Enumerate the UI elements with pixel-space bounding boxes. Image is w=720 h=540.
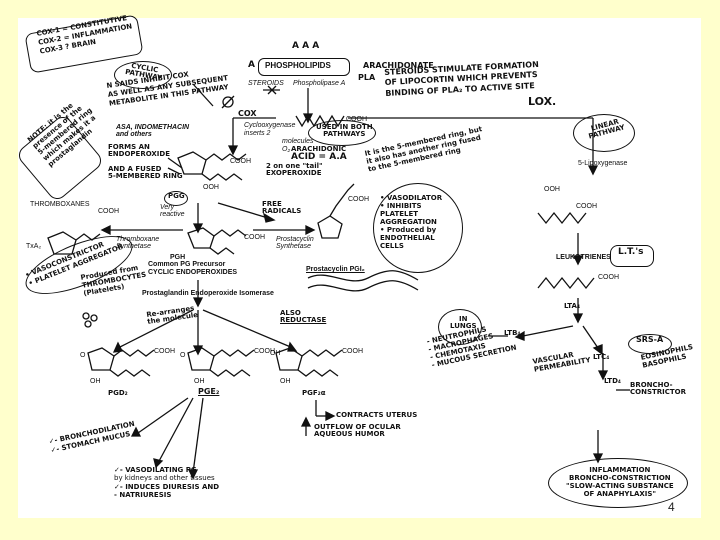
pgg-label: PGG [168, 192, 185, 200]
phospholipids-box [258, 58, 350, 76]
lipoxygenase-label: 5-Lipoxygenase [578, 160, 628, 167]
pgd2-oh: OH [90, 378, 101, 385]
srs-a-label: SRS-A [636, 335, 664, 344]
thromboxane-synthetase: Thromboxane Synthetase [116, 236, 160, 251]
thromboxanes-label: THROMBOXANES [30, 201, 90, 208]
pgf2a-oh: OH [280, 378, 291, 385]
pgg-cooh: COOH [230, 158, 251, 165]
pgd2-cooh: COOH [154, 348, 175, 355]
outflow-note: OUTFLOW OF OCULAR AQUEOUS HUMOR [314, 423, 401, 439]
leukotrienes-label: LEUKOTRIENES [556, 254, 611, 261]
fused-ring-note: AND A FUSED 5-MEMBERED RING [108, 165, 183, 181]
free-radicals-label: FREE RADICALS [262, 200, 302, 216]
pgf2a-label: PGF₂α [302, 389, 326, 397]
used-both-ellipse [308, 120, 376, 146]
txa2-label: TxA₂ [26, 243, 42, 250]
pge2-cooh: COOH [254, 348, 275, 355]
vasodilator-note: • VASODILATOR • INHIBITS PLATELET AGGREG… [380, 194, 443, 251]
lta4-label: LTA₄ [564, 302, 581, 310]
broncho-constrictor: BRONCHO- CONSTRICTOR [630, 381, 687, 397]
vasodilating-note: ✓- VASODILATING PG by kidneys and other … [114, 466, 220, 500]
pge2-o: O [180, 352, 186, 359]
aspirin-label: ASA, INDOMETHACIN and others [116, 124, 190, 139]
prostacyclin-synthetase: Prostacyclin Synthetase [276, 236, 314, 251]
ltd4-label: LTD₄ [604, 377, 621, 385]
very-reactive-label: Very reactive [160, 204, 185, 219]
lox-cooh: COOH [576, 203, 597, 210]
pgd2-label: PGD₂ [108, 389, 128, 397]
lts-box [610, 245, 654, 267]
linear-pathway-circle [573, 114, 635, 152]
pgi-cooh: COOH [348, 196, 369, 203]
in-lungs-label: IN LUNGS [450, 315, 477, 331]
ltc4-label: LTC₄ [593, 353, 610, 361]
lox-label: LOX. [528, 95, 557, 108]
pge-isomerase-label: Prostaglandin Endoperoxide Isomerase [142, 290, 274, 297]
steroids-label: STEROIDS [248, 80, 284, 87]
contracts-uterus: CONTRACTS UTERUS [336, 411, 418, 419]
a-label: A [248, 60, 255, 70]
used-both-label: USED IN BOTH PATHWAYS [316, 123, 373, 139]
pla2-label: PLA [358, 73, 376, 82]
lox-ooh: OOH [544, 186, 560, 193]
inflammation-note: INFLAMMATION BRONCHO-CONSTRICTION "SLOW-… [566, 466, 674, 499]
pge2-oh: OH [194, 378, 205, 385]
phospholipase-label: Phospholipase A [293, 80, 346, 87]
cox-label: COX [238, 109, 257, 118]
pgg-ellipse [164, 191, 188, 206]
pgd2-o: O [80, 352, 86, 359]
inflammation-ellipse [548, 458, 688, 508]
diagram-sheet: A A A A PHOSPHOLIPIDS ARACHIDONATE PLA S… [14, 14, 701, 518]
vasodilator-circle [373, 183, 463, 273]
in-lungs-ellipse [438, 309, 482, 345]
pgh-cooh: COOH [244, 234, 265, 241]
forms-endoperoxide: FORMS AN ENDOPEROXIDE [108, 143, 170, 159]
pgg-ring [177, 151, 207, 175]
arachidonate-label: ARACHIDONATE [363, 61, 434, 70]
pgh-label: PGH Common PG Precursor CYCLIC ENDOPEROX… [148, 254, 238, 276]
cyclooxygenase-label: Cyclooxygenase inserts 2 molecules O₂ [244, 122, 314, 154]
arrow-marks-a: A A A [292, 41, 320, 51]
two-tail-note: 2 on one "tail" EXOPEROXIDE [266, 162, 323, 178]
pgg-ooh: OOH [203, 184, 219, 191]
tx-cooh: COOH [98, 208, 119, 215]
phospholipids-label: PHOSPHOLIPIDS [265, 61, 331, 70]
ltb4-label: LTB₄ [504, 329, 521, 337]
lt-cooh: COOH [598, 274, 619, 281]
lts-label: L.T.'s [618, 247, 644, 257]
prostacyclin-label: Prostacyclin PGI₂ [306, 266, 365, 273]
pge2-label: PGE₂ [198, 387, 220, 396]
page-number: 4 [668, 500, 675, 514]
pgf2a-cooh: COOH [342, 348, 363, 355]
srs-a-ellipse [628, 334, 672, 354]
also-reductase: ALSO REDUCTASE [280, 309, 327, 325]
arachidonic-label: ARACHIDONIC ACID = A.A [291, 145, 347, 163]
aa-cooh: COOH [346, 116, 367, 123]
pgf2a-oh-top: OH [270, 350, 281, 357]
diagram-lines [47, 83, 630, 480]
cyclic-pathway-circle [114, 61, 172, 89]
